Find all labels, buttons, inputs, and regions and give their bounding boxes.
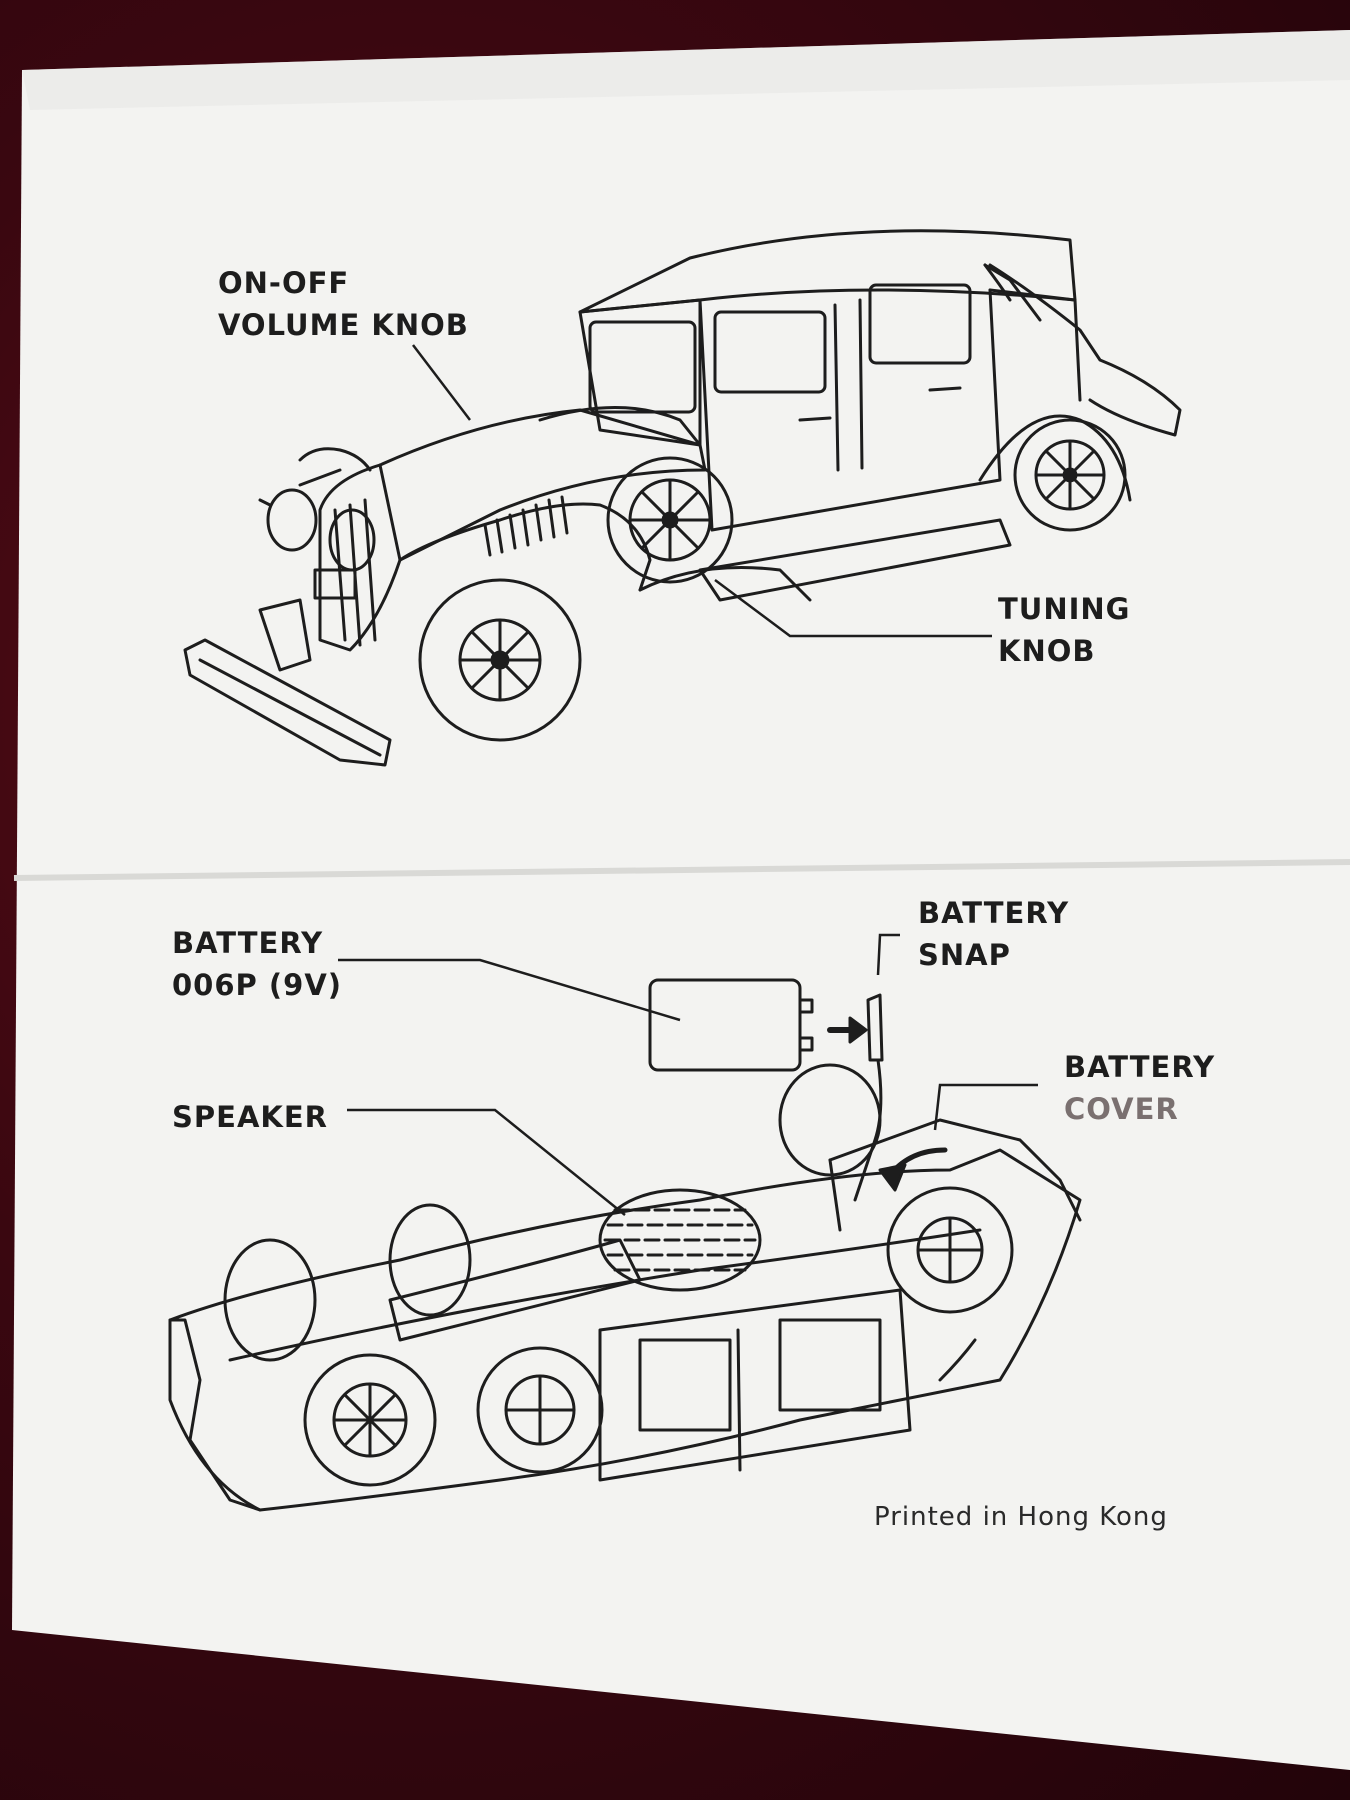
leader-volume-knob: [412, 344, 471, 421]
label-on-off-volume-knob: ON-OFF VOLUME KNOB: [218, 262, 469, 346]
printed-in-footer: Printed in Hong Kong: [874, 1502, 1168, 1532]
leader-lines-top: [412, 344, 992, 638]
leader-lines-bottom: [338, 933, 1038, 1216]
label-speaker: SPEAKER: [172, 1096, 328, 1138]
label-battery-snap-line2: SNAP: [918, 938, 1011, 972]
label-tuning-line1: TUNING: [998, 592, 1131, 626]
label-battery-snap-line1: BATTERY: [918, 896, 1070, 930]
car-illustration-bottom: [168, 978, 1082, 1512]
label-volume-knob-line2: VOLUME KNOB: [218, 308, 469, 342]
label-battery-cover: BATTERY COVER: [1064, 1046, 1215, 1130]
label-tuning-line2: KNOB: [998, 634, 1096, 668]
paper-fold-line: [13, 859, 1350, 881]
label-battery-line2: 006P (9V): [172, 968, 343, 1002]
leader-battery: [338, 958, 681, 1022]
label-on-off-line1: ON-OFF: [218, 266, 350, 300]
leader-speaker: [347, 1108, 626, 1216]
label-battery-cover-line2: COVER: [1064, 1092, 1179, 1126]
battery-box: [648, 978, 802, 1072]
leader-tuning-knob: [714, 578, 992, 638]
car-illustration-top: [183, 229, 1182, 767]
label-battery-006p: BATTERY 006P (9V): [172, 922, 342, 1006]
label-battery-snap: BATTERY SNAP: [918, 892, 1069, 976]
label-speaker-text: SPEAKER: [172, 1100, 329, 1134]
label-battery-cover-line1: BATTERY: [1064, 1050, 1216, 1084]
leader-battery-cover: [933, 1083, 1038, 1131]
paper-shadow-fold: [22, 30, 1350, 110]
label-tuning-knob: TUNING KNOB: [998, 588, 1130, 672]
leader-battery-snap: [876, 933, 900, 976]
label-battery-line1: BATTERY: [172, 926, 324, 960]
